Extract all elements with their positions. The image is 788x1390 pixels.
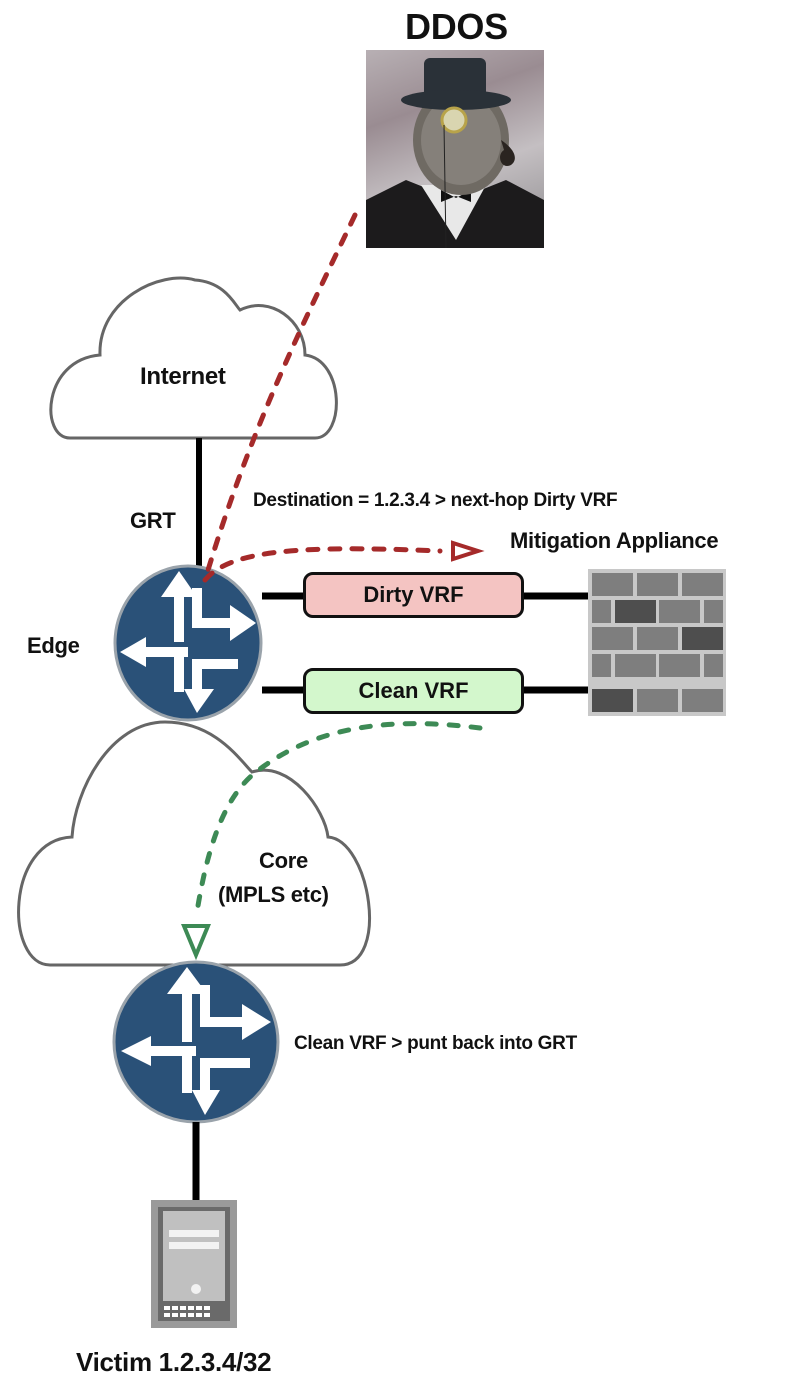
destination-annotation: Destination = 1.2.3.4 > next-hop Dirty V… — [253, 490, 618, 511]
internet-label: Internet — [140, 363, 226, 390]
attacker-image — [366, 50, 544, 248]
diagram-title: DDOS — [405, 6, 508, 47]
core-cloud-icon — [17, 720, 371, 967]
clean-vrf-box[interactable]: Clean VRF — [303, 668, 524, 714]
edge-label: Edge — [27, 633, 80, 658]
punt-annotation: Clean VRF > punt back into GRT — [294, 1033, 577, 1054]
internet-cloud-icon — [49, 276, 338, 440]
core-router-icon[interactable] — [112, 960, 280, 1124]
firewall-icon[interactable] — [588, 569, 726, 716]
attack-flow-path — [202, 212, 358, 583]
victim-server-icon[interactable] — [151, 1200, 237, 1328]
clean-arrowhead-icon — [181, 924, 211, 961]
clean-flow-path — [193, 721, 483, 921]
mitigation-appliance-label: Mitigation Appliance — [510, 528, 719, 553]
grt-label: GRT — [130, 508, 176, 533]
edge-router-icon[interactable] — [113, 564, 263, 722]
core-label: Core — [259, 848, 308, 873]
victim-label: Victim 1.2.3.4/32 — [76, 1347, 272, 1377]
lizard-meme-icon — [366, 58, 544, 248]
core-sublabel: (MPLS etc) — [218, 882, 329, 907]
attack-arrowhead-icon — [451, 540, 485, 562]
dirty-vrf-box[interactable]: Dirty VRF — [303, 572, 524, 618]
